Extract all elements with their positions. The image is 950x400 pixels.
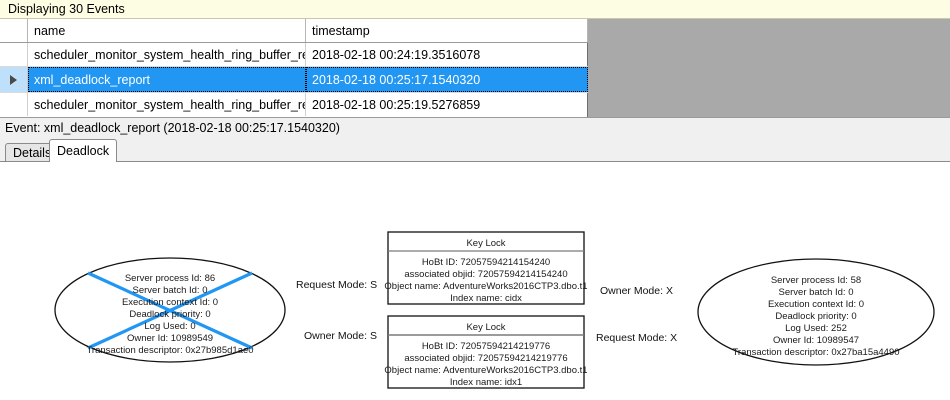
key-lock-top-line-2: Object name: AdventureWorks2016CTP3.dbo.… bbox=[384, 281, 587, 292]
key-lock-top-line-1: associated objid: 72057594214154240 bbox=[404, 269, 567, 280]
process-left-line-3: Deadlock priority: 0 bbox=[129, 309, 210, 320]
process-node-left[interactable]: Server process Id: 86 Server batch Id: 0… bbox=[54, 257, 286, 363]
event-detail-bar: Event: xml_deadlock_report (2018-02-18 0… bbox=[0, 117, 950, 139]
table-row[interactable]: scheduler_monitor_system_health_ring_buf… bbox=[0, 92, 588, 116]
edge-label-owner-x: Owner Mode: X bbox=[600, 285, 673, 297]
resource-node-key-lock-top[interactable]: Key Lock HoBt ID: 72057594214154240 asso… bbox=[384, 231, 588, 305]
key-lock-top-line-3: Index name: cidx bbox=[450, 293, 522, 304]
process-left-line-5: Owner Id: 10989549 bbox=[127, 333, 213, 344]
process-right-line-4: Log Used: 252 bbox=[785, 323, 847, 334]
key-lock-bottom-line-2: Object name: AdventureWorks2016CTP3.dbo.… bbox=[384, 365, 587, 376]
resource-node-key-lock-bottom[interactable]: Key Lock HoBt ID: 72057594214219776 asso… bbox=[384, 315, 588, 389]
cell-name[interactable]: scheduler_monitor_system_health_ring_buf… bbox=[28, 93, 306, 116]
edge-request-s: Request Mode: S bbox=[296, 279, 377, 291]
process-left-line-1: Server batch Id: 0 bbox=[133, 285, 208, 296]
key-lock-top-title: Key Lock bbox=[466, 238, 505, 249]
process-left-line-2: Execution context Id: 0 bbox=[122, 297, 218, 308]
deadlock-graph-canvas[interactable]: Request Mode: S Owner Mode: X Owner Mode… bbox=[0, 161, 950, 400]
cell-name[interactable]: scheduler_monitor_system_health_ring_buf… bbox=[28, 43, 306, 66]
events-grid[interactable]: name timestamp scheduler_monitor_system_… bbox=[0, 19, 950, 117]
process-right-line-3: Deadlock priority: 0 bbox=[775, 311, 856, 322]
cell-name[interactable]: xml_deadlock_report bbox=[28, 67, 306, 92]
key-lock-bottom-title: Key Lock bbox=[466, 322, 505, 333]
edge-label-owner-s: Owner Mode: S bbox=[304, 330, 377, 342]
cell-timestamp[interactable]: 2018-02-18 00:24:19.3516078 bbox=[312, 47, 481, 62]
grid-header-row: name timestamp bbox=[0, 19, 588, 43]
edge-owner-s: Owner Mode: S bbox=[304, 330, 377, 342]
edge-owner-x: Owner Mode: X bbox=[600, 285, 673, 297]
row-selector-cell[interactable] bbox=[0, 43, 28, 66]
event-title: Event: xml_deadlock_report (2018-02-18 0… bbox=[5, 121, 340, 135]
header-selector-cell bbox=[0, 19, 28, 42]
deadlock-victim-cross-icon bbox=[87, 271, 253, 350]
process-right-line-2: Execution context Id: 0 bbox=[768, 299, 864, 310]
edge-label-request-x: Request Mode: X bbox=[596, 332, 677, 344]
detail-tabstrip: Details Deadlock bbox=[0, 139, 950, 162]
row-indicator-icon bbox=[10, 74, 17, 85]
key-lock-bottom-line-3: Index name: idx1 bbox=[450, 377, 522, 388]
table-row[interactable]: scheduler_monitor_system_health_ring_buf… bbox=[0, 43, 588, 67]
events-count-label: Displaying 30 Events bbox=[8, 2, 125, 16]
edge-label-request-s: Request Mode: S bbox=[296, 279, 377, 291]
process-right-line-0: Server process Id: 58 bbox=[771, 275, 861, 286]
key-lock-bottom-line-1: associated objid: 72057594214219776 bbox=[404, 353, 567, 364]
key-lock-bottom-line-0: HoBt ID: 72057594214219776 bbox=[422, 341, 550, 352]
process-left-line-0: Server process Id: 86 bbox=[125, 273, 215, 284]
process-left-line-6: Transaction descriptor: 0x27b985d1ae0 bbox=[86, 345, 253, 356]
cell-timestamp[interactable]: 2018-02-18 00:25:17.1540320 bbox=[306, 67, 588, 92]
key-lock-top-line-0: HoBt ID: 72057594214154240 bbox=[422, 257, 550, 268]
row-selector-cell[interactable] bbox=[0, 67, 28, 92]
process-node-right[interactable]: Server process Id: 58 Server batch Id: 0… bbox=[697, 258, 935, 366]
cell-timestamp[interactable]: 2018-02-18 00:25:19.5276859 bbox=[312, 97, 481, 112]
row-selector-cell[interactable] bbox=[0, 93, 28, 116]
header-name[interactable]: name bbox=[28, 19, 306, 42]
edge-request-x: Request Mode: X bbox=[596, 332, 677, 344]
tab-deadlock[interactable]: Deadlock bbox=[49, 139, 118, 162]
table-row-selected[interactable]: xml_deadlock_report 2018-02-18 00:25:17.… bbox=[0, 67, 588, 92]
process-left-line-4: Log Used: 0 bbox=[144, 321, 195, 332]
process-right-line-1: Server batch Id: 0 bbox=[779, 287, 854, 298]
process-right-line-6: Transaction descriptor: 0x27ba15a4490 bbox=[732, 347, 899, 358]
events-grid-table: name timestamp scheduler_monitor_system_… bbox=[0, 19, 588, 117]
process-right-line-5: Owner Id: 10989547 bbox=[773, 335, 859, 346]
header-timestamp[interactable]: timestamp bbox=[306, 19, 588, 42]
events-banner: Displaying 30 Events bbox=[0, 0, 950, 19]
